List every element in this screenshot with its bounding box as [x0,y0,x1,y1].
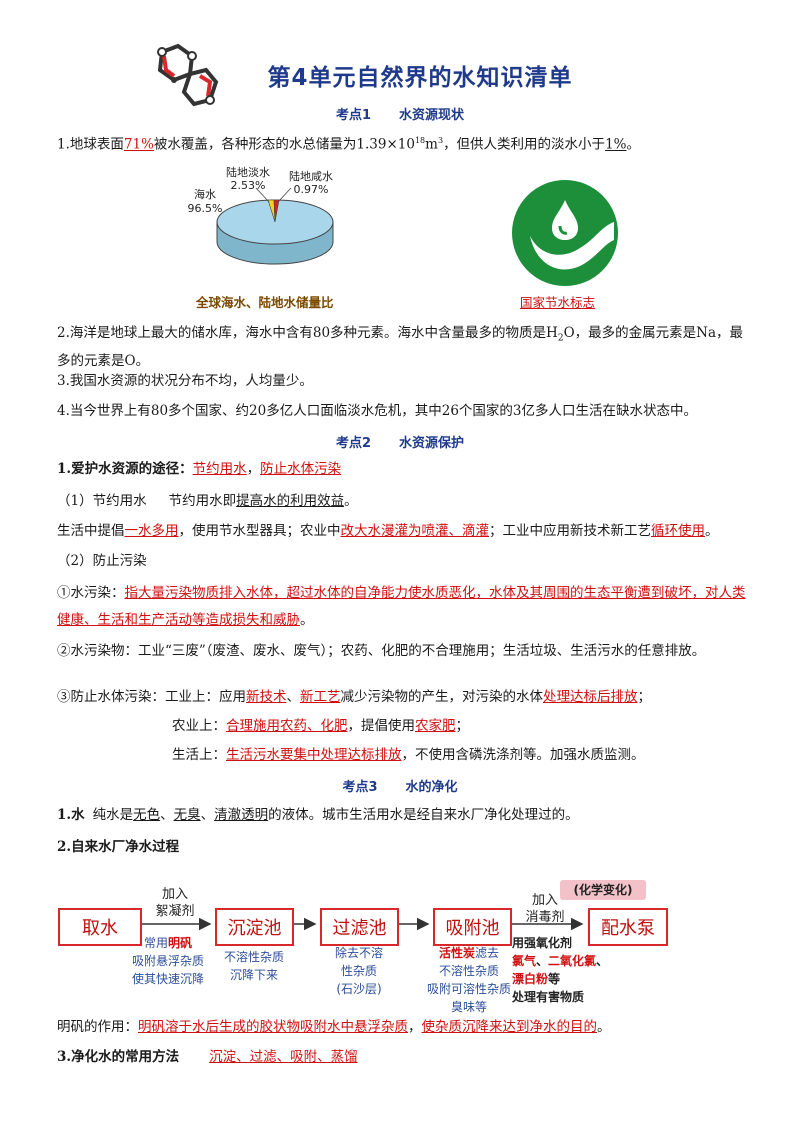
flow-box-sedimentation: 沉淀池 [215,908,294,946]
flow-note-oxidant: 用强氧化剂 氯气、二氧化氯、 漂白粉等 处理有害物质 [512,936,609,1004]
paragraph-prevent-pollution: （2）防止污染 [57,553,147,569]
flow-box-pump: 配水泵 [588,908,668,946]
paragraph-purify-methods: 3.净化水的常用方法沉淀、过滤、吸附、蒸馏 [57,1049,358,1065]
paragraph-prevent-agri: 农业上：合理施用农药、化肥，提倡使用农家肥； [172,718,469,734]
flow-label-flocculant: 加入絮凝剂 [155,887,195,919]
flow-note-carbon: 活性炭滤去 不溶性杂质吸附可溶性杂质臭味等 [426,946,511,1014]
paragraph-pollutants: ②水污染物：工业“三废”（废渣、废水、废气）；农药、化肥的不合理施用；生活垃圾、… [57,643,706,659]
paragraph-prevent-industry: ③防止水体污染：工业上：应用新技术、新工艺减少污染物的产生，对污染的水体处理达标… [57,689,651,705]
pie-caption: 全球海水、陆地水储量比 [196,295,334,310]
paragraph-save-water: （1）节约用水节约用水即提高水的利用效益。 [57,493,358,509]
flow-box-filtration: 过滤池 [320,908,399,946]
flow-label-disinfectant: 加入消毒剂 [525,893,565,925]
paragraph-prevent-life: 生活上：生活污水要集中处理达标排放，不使用含磷洗涤剂等。加强水质监测。 [172,747,645,763]
water-pie-chart [216,187,334,265]
page-title: 第4单元自然界的水知识清单 [267,65,573,91]
paragraph-world-crisis: 4.当今世界上有80多个国家、约20多亿人口面临淡水危机，其中26个国家的3亿多… [57,403,698,419]
flow-box-adsorption: 吸附池 [433,908,512,946]
paragraph-pure-water: 1.水纯水是无色、无臭、清澈透明的液体。城市生活用水是经自来水厂净化处理过的。 [57,807,579,823]
paragraph-process-heading: 2.自来水厂净水过程 [57,839,180,855]
paragraph-water-pollution: ①水污染：指大量污染物质排入水体，超过水体的自净能力使水质恶化，水体及其周围的生… [57,585,746,628]
flow-note-filter: 除去不溶性杂质(石沙层) [334,946,383,996]
flow-note-sediment: 不溶性杂质沉降下来 [223,950,284,982]
flow-arrows [140,917,584,931]
flow-note-alum: 常用明矾 吸附悬浮杂质使其快速沉降 [131,936,204,986]
paragraph-china-water: 3.我国水资源的状况分布不均，人均量少。 [57,373,313,389]
flow-box-intake: 取水 [58,908,142,946]
water-saving-logo-icon [512,180,618,286]
paragraph-save-methods: 生活中提倡一水多用，使用节水型器具；农业中改大水漫灌为喷灌、滴灌；工业中应用新技… [57,523,719,539]
paragraph-earth-water: 1.地球表面71%被水覆盖，各种形态的水总储量为1.39×1018m3，但供人类… [57,136,640,153]
paragraph-ocean: 2.海洋是地球上最大的储水库，海水中含有80多种元素。海水中含量最多的物质是H2… [57,325,744,369]
paragraph-alum-role: 明矾的作用：明矾溶于水后生成的胶状物吸附水中悬浮杂质，使杂质沉降来达到净水的目的… [57,1019,611,1035]
pie-slice-salt [273,199,280,223]
logo-caption: 国家节水标志 [520,295,596,310]
benzene-logo-icon [157,43,219,107]
chem-change-tag: (化学变化) [560,880,646,900]
paragraph-protect-ways: 1.爱护水资源的途径：节约用水，防止水体污染 [57,461,342,477]
